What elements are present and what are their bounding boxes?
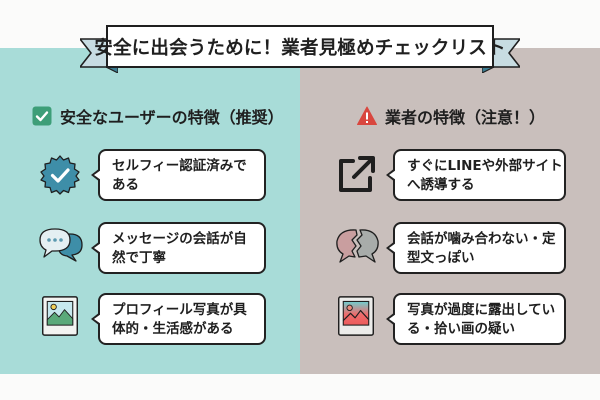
warning-section-title: 業者の特徴（注意！） — [357, 104, 545, 128]
safe-section-title-text: 安全なユーザーの特徴（推奨） — [60, 108, 284, 127]
bottom-background — [0, 374, 600, 400]
warning-triangle-icon — [357, 106, 377, 125]
verified-badge-icon — [40, 155, 80, 195]
banner-title: 安全に出会うために！業者見極めチェックリスト — [94, 25, 506, 68]
warning-section-title-text: 業者の特徴（注意！） — [385, 108, 546, 127]
chat-bubbles-icon — [39, 228, 83, 262]
safe-item-1: セルフィー認証済みで ある — [91, 149, 266, 201]
broken-chat-icon — [336, 229, 379, 263]
external-link-icon — [339, 156, 375, 192]
warning-item-1: すぐにLINEや外部サイト へ誘導する — [386, 149, 566, 201]
photo-icon — [42, 296, 78, 336]
check-square-icon — [32, 106, 52, 126]
safe-section-title: 安全なユーザーの特徴（推奨） — [32, 104, 284, 128]
edited-photo-icon — [338, 296, 374, 336]
warning-item-3: 写真が過度に露出してい る・拾い画の疑い — [386, 293, 566, 345]
banner-title-text: 安全に出会うために！業者見極めチェックリスト — [94, 37, 506, 59]
warning-item-2: 会話が噛み合わない・定 型文っぽい — [386, 222, 566, 274]
safe-item-3: プロフィール写真が具 体的・生活感がある — [91, 293, 266, 345]
safe-item-2: メッセージの会話が自 然で丁寧 — [91, 222, 266, 274]
